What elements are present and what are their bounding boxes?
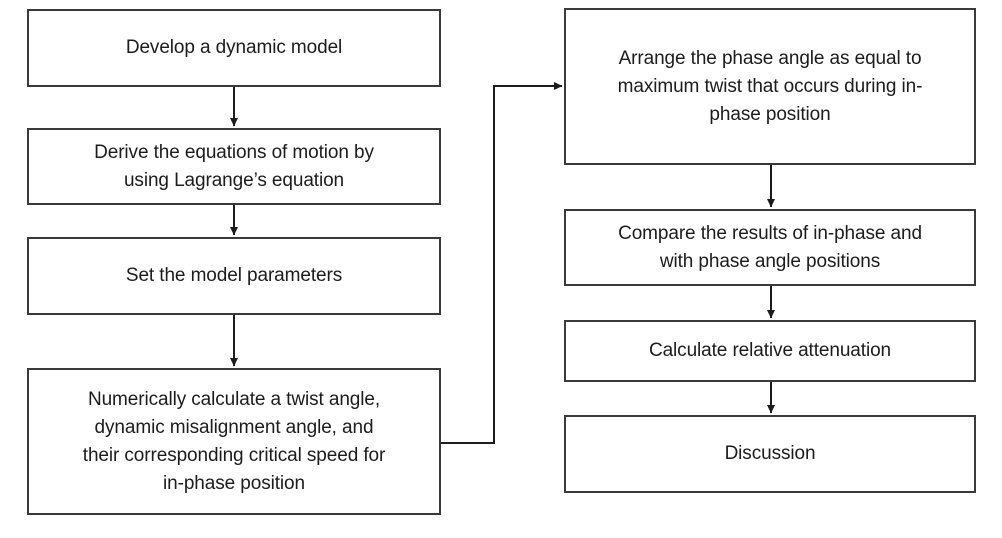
node-set-parameters-label: Set the model parameters xyxy=(125,265,343,286)
node-derive-equations-label: Derive the equations of motion by using … xyxy=(94,141,374,191)
node-numerical-calculation-label: Numerically calculate a twist angle, dyn… xyxy=(82,388,386,494)
connector-numerical-to-arrange xyxy=(441,81,563,444)
node-develop-model-label: Develop a dynamic model xyxy=(125,37,343,58)
node-set-parameters[interactable]: Set the model parameters xyxy=(27,237,441,315)
node-develop-model[interactable]: Develop a dynamic model xyxy=(27,9,441,87)
node-compare-results[interactable]: Compare the results of in-phase and with… xyxy=(564,209,976,286)
node-calculate-attenuation[interactable]: Calculate relative attenuation xyxy=(564,320,976,382)
node-discussion[interactable]: Discussion xyxy=(564,415,976,493)
node-calculate-attenuation-label: Calculate relative attenuation xyxy=(648,340,892,361)
node-derive-equations[interactable]: Derive the equations of motion by using … xyxy=(27,128,441,205)
node-arrange-phase-angle-label: Arrange the phase angle as equal to maxi… xyxy=(617,47,923,125)
node-compare-results-label: Compare the results of in-phase and with… xyxy=(618,222,922,272)
node-numerical-calculation[interactable]: Numerically calculate a twist angle, dyn… xyxy=(27,368,441,515)
node-arrange-phase-angle[interactable]: Arrange the phase angle as equal to maxi… xyxy=(564,8,976,165)
node-discussion-label: Discussion xyxy=(724,443,816,464)
